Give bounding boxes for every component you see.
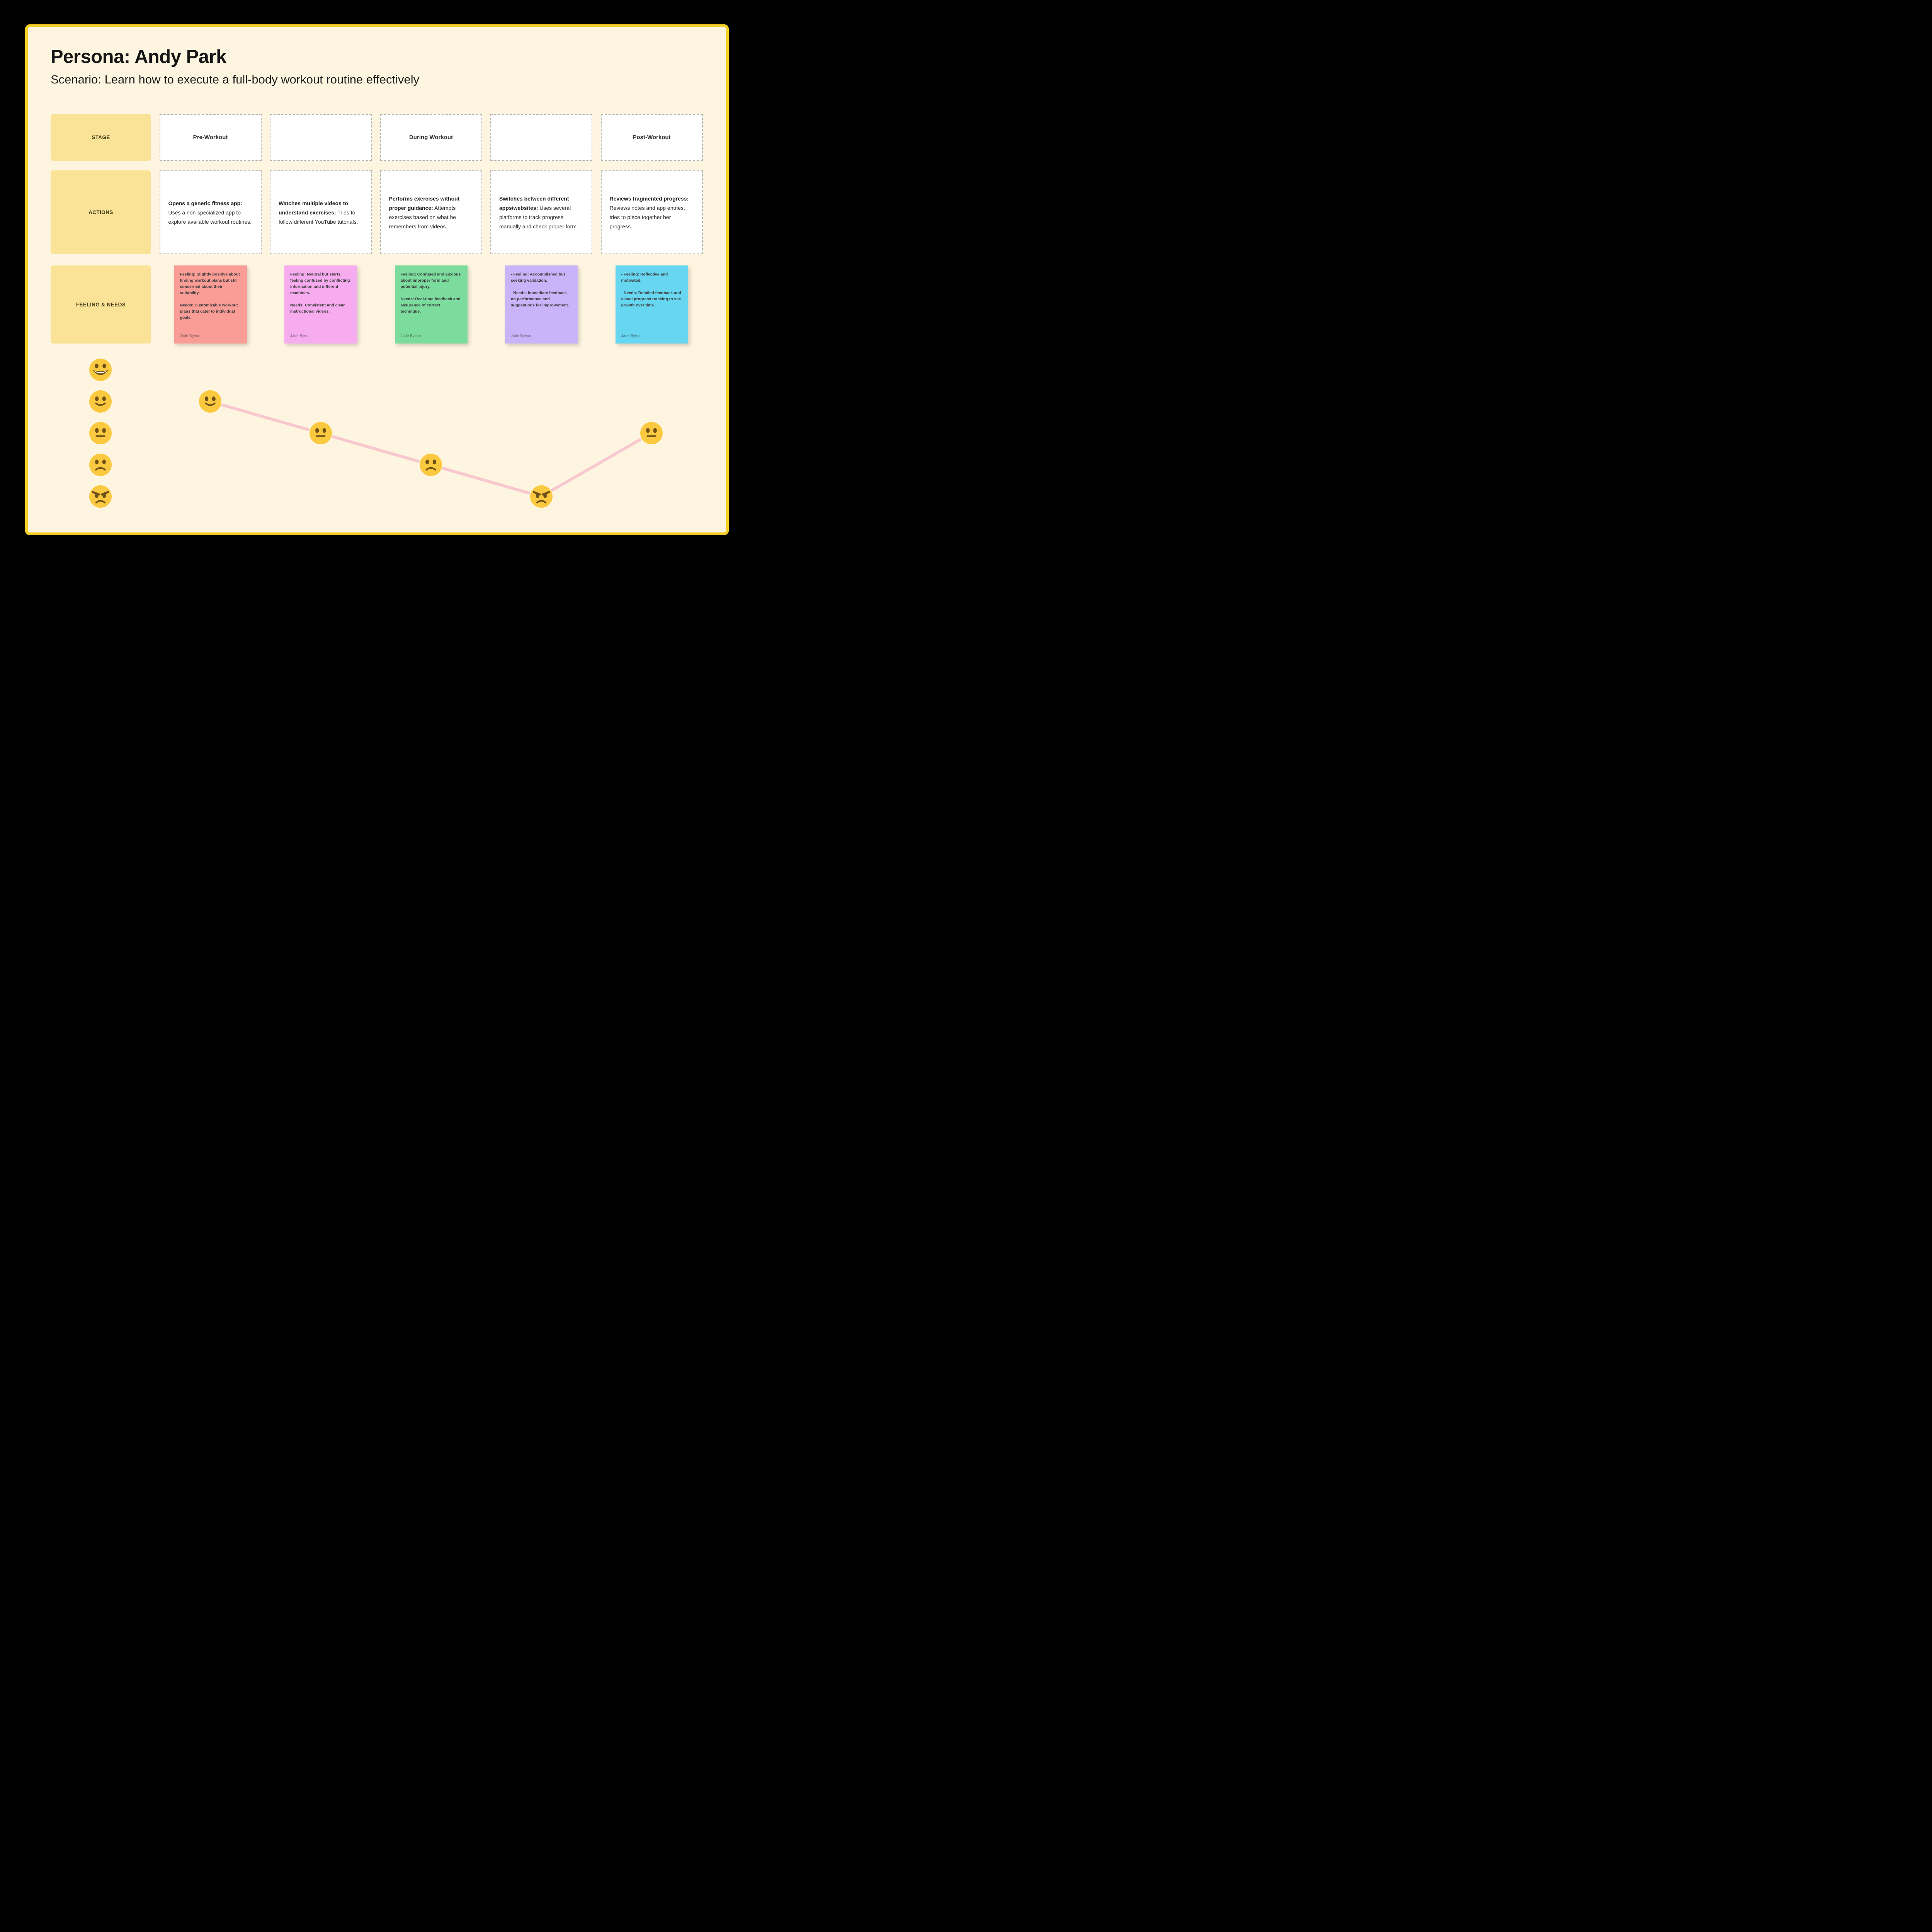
sticky-note-2-author: Jade Byeon [290, 334, 311, 338]
sticky-note-1-feeling: Feeling: Slightly positive about finding… [180, 272, 240, 295]
stage-cell-3-text: During Workout [409, 134, 453, 141]
row-label-feeling-needs[interactable]: FEELING & NEEDS [51, 265, 151, 344]
action-cell-1-text: Opens a generic fitness app: Uses a non-… [168, 200, 252, 225]
row-label-stage[interactable]: STAGE [51, 114, 151, 161]
emotion-journey-chart [25, 24, 729, 535]
action-cell-1[interactable]: Opens a generic fitness app: Uses a non-… [159, 170, 262, 254]
feelings-row: FEELING & NEEDS Feeling: Slightly positi… [51, 265, 703, 344]
sticky-note-1[interactable]: Feeling: Slightly positive about finding… [174, 265, 247, 344]
sticky-note-2-feeling: Feeling: Neutral but starts feeling conf… [290, 272, 350, 295]
emotion-point-5-neutral-face-icon[interactable] [640, 422, 663, 444]
row-label-actions[interactable]: ACTIONS [51, 170, 151, 254]
action-cell-3[interactable]: Performs exercises without proper guidan… [380, 170, 482, 254]
sticky-note-1-author: Jade Byeon [180, 334, 201, 338]
stage-cell-5[interactable]: Post-Workout [600, 114, 703, 161]
sticky-note-1-needs: Needs: Customizable workout plans that c… [180, 303, 238, 320]
journey-grid: STAGE Pre-Workout During Workout Post-Wo… [51, 114, 703, 344]
sticky-note-4-feeling: - Feeling: Accomplished but seeking vali… [511, 272, 565, 283]
stage-cell-1-text: Pre-Workout [193, 134, 228, 141]
sticky-note-5[interactable]: - Feeling: Reflective and motivated. - N… [615, 265, 688, 344]
emotion-scale-slightly-smiling-face-icon[interactable] [89, 390, 112, 413]
row-label-feeling-needs-text: FEELING & NEEDS [76, 301, 126, 308]
sticky-note-5-author: Jade Byeon [621, 334, 642, 338]
board-header: Persona: Andy Park Scenario: Learn how t… [51, 46, 420, 87]
stage-cell-4[interactable] [490, 114, 592, 161]
sticky-note-2-needs: Needs: Consistent and clear instructiona… [290, 303, 345, 314]
row-label-actions-text: ACTIONS [88, 209, 113, 215]
action-cell-4-text: Switches between different apps/websites… [499, 195, 578, 230]
sticky-note-2[interactable]: Feeling: Neutral but starts feeling conf… [284, 265, 357, 344]
action-cell-4[interactable]: Switches between different apps/websites… [490, 170, 592, 254]
page-title: Persona: Andy Park [51, 46, 226, 67]
action-cell-2-text: Watches multiple videos to understand ex… [279, 200, 358, 225]
sticky-note-4-author: Jade Byeon [511, 334, 531, 338]
sticky-note-3-feeling: Feeling: Confused and anxious about impr… [400, 272, 461, 289]
action-cell-5[interactable]: Reviews fragmented progress: Reviews not… [600, 170, 703, 254]
row-label-stage-text: STAGE [92, 134, 110, 140]
stage-cell-2[interactable] [270, 114, 372, 161]
sticky-note-4-needs: - Needs: Immediate feedback on performan… [511, 291, 569, 308]
action-cell-3-text: Performs exercises without proper guidan… [389, 195, 460, 230]
board-canvas: Persona: Andy Park Scenario: Learn how t… [25, 24, 729, 535]
sticky-note-3-author: Jade Byeon [400, 334, 421, 338]
emotion-point-4-angry-face-icon[interactable] [530, 485, 553, 508]
sticky-note-4[interactable]: - Feeling: Accomplished but seeking vali… [505, 265, 578, 344]
emotion-scale-slightly-frowning-face-icon[interactable] [89, 454, 112, 476]
emotion-point-3-slightly-frowning-face-icon[interactable] [420, 454, 442, 476]
emotion-point-2-neutral-face-icon[interactable] [309, 422, 332, 444]
stage-cell-5-text: Post-Workout [633, 134, 671, 141]
sticky-note-3[interactable]: Feeling: Confused and anxious about impr… [395, 265, 468, 344]
stage-cell-1[interactable]: Pre-Workout [159, 114, 262, 161]
emotion-point-1-slightly-smiling-face-icon[interactable] [199, 390, 221, 413]
action-cell-5-text: Reviews fragmented progress: Reviews not… [609, 195, 689, 230]
screen: { "board": { "background": "#000000", "c… [0, 0, 754, 553]
stage-cell-3[interactable]: During Workout [380, 114, 482, 161]
emotion-scale-angry-face-icon[interactable] [89, 485, 112, 508]
sticky-note-3-needs: Needs: Real-time feedback and assurance … [400, 297, 461, 314]
emotion-scale-neutral-face-icon[interactable] [89, 422, 112, 444]
actions-row: ACTIONS Opens a generic fitness app: Use… [51, 170, 703, 254]
emotion-line [221, 403, 642, 495]
action-cell-2[interactable]: Watches multiple videos to understand ex… [270, 170, 372, 254]
sticky-note-5-feeling: - Feeling: Reflective and motivated. [621, 272, 668, 283]
scenario-subtitle: Scenario: Learn how to execute a full-bo… [51, 72, 420, 86]
emotion-scale-grinning-face-icon[interactable] [89, 359, 112, 381]
sticky-note-5-needs: - Needs: Detailed feedback and visual pr… [621, 291, 681, 308]
stage-row: STAGE Pre-Workout During Workout Post-Wo… [51, 114, 703, 161]
